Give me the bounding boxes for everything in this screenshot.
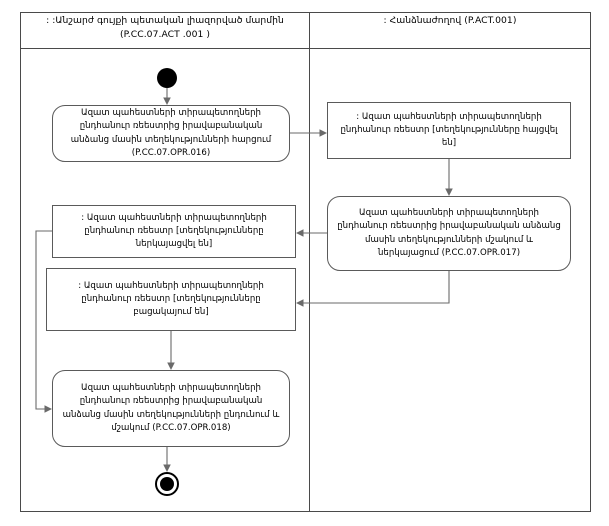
swimlane-header-left: : :Անշարժ գույքի պետական լիազորված մարմի… (21, 14, 309, 42)
action-node-opr-018-label: Ազատ պահեստների տիրապետողների ընդհանուր … (62, 383, 280, 433)
object-node-information-requested-label: : Ազատ պահեստների տիրապետողների ընդհանու… (340, 111, 558, 149)
swimlane-left-title-line1: : :Անշարժ գույքի պետական լիազորված մարմի… (46, 15, 284, 26)
final-node (155, 472, 179, 496)
action-node-opr-016-label: Ազատ պահեստների տիրապետողների ընդհանուր … (70, 108, 272, 158)
action-node-opr-016[interactable]: Ազատ պահեստների տիրապետողների ընդհանուր … (52, 105, 290, 162)
swimlane-header-rule (20, 48, 591, 49)
object-node-information-absent[interactable]: : Ազատ պահեստների տիրապետողների ընդհանու… (46, 268, 296, 331)
action-node-opr-017-label: Ազատ պահեստների տիրապետողների ընդհանուր … (337, 208, 561, 258)
object-node-information-presented[interactable]: : Ազատ պահեստների տիրապետողների ընդհանու… (52, 205, 296, 258)
object-node-information-requested[interactable]: : Ազատ պահեստների տիրապետողների ընդհանու… (327, 102, 571, 159)
action-node-opr-017[interactable]: Ազատ պահեստների տիրապետողների ընդհանուր … (327, 196, 571, 271)
swimlane-left-title-line2: (P.CC.07.ACT .001 ) (120, 29, 210, 40)
swimlane-divider (309, 12, 310, 512)
object-node-information-absent-label: : Ազատ պահեստների տիրապետողների ընդհանու… (78, 280, 264, 318)
initial-node (157, 68, 177, 88)
swimlane-right-title-line1: : Հանձնաժողով (P.ACT.001) (383, 15, 517, 26)
action-node-opr-018[interactable]: Ազատ պահեստների տիրապետողների ընդհանուր … (52, 370, 290, 447)
object-node-information-presented-label: : Ազատ պահեստների տիրապետողների ընդհանու… (81, 212, 267, 250)
swimlane-header-right: : Հանձնաժողով (P.ACT.001) (310, 14, 590, 28)
